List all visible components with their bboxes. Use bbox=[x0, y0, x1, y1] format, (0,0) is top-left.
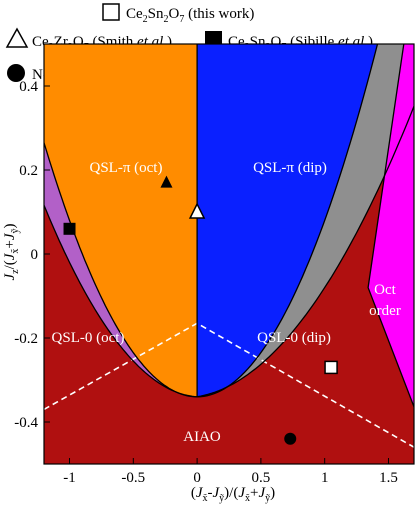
legend-marker-open-square bbox=[102, 3, 120, 21]
y-tick-label: 0 bbox=[31, 247, 39, 263]
x-tick-label: 1 bbox=[321, 470, 329, 486]
data-point-square-filled bbox=[63, 222, 76, 235]
y-axis-label: Jz/(Jx̃+Jỹ) bbox=[2, 223, 21, 280]
region-label-oct-order-2: order bbox=[369, 303, 401, 319]
boundary-line bbox=[44, 205, 198, 398]
x-tick-label: -1 bbox=[63, 470, 76, 486]
x-tick-label: -0.5 bbox=[121, 470, 145, 486]
x-tick-label: 1.5 bbox=[379, 470, 398, 486]
legend-label-this-work: Ce2Sn2O7 (this work) bbox=[126, 6, 254, 25]
region-label-oct-order: Oct bbox=[374, 282, 396, 298]
region-label-qsl-pi-oct: QSL-π (oct) bbox=[90, 160, 163, 176]
x-tick-label: 0.5 bbox=[252, 470, 271, 486]
y-tick-label: 0.4 bbox=[19, 79, 38, 95]
region-label-aiao: AIAO bbox=[183, 429, 221, 445]
region-label-qsl-0-oct: QSL-0 (oct) bbox=[52, 330, 125, 346]
region-label-qsl-0-dip: QSL-0 (dip) bbox=[257, 330, 331, 346]
legend-marker-open-triangle bbox=[5, 27, 29, 48]
data-point-square-open bbox=[324, 360, 338, 375]
data-point-triangle-open bbox=[188, 202, 206, 219]
data-point-triangle-filled bbox=[160, 175, 173, 188]
y-tick-label: -0.2 bbox=[14, 331, 38, 347]
phase-boundaries bbox=[44, 44, 414, 409]
data-point-circle-filled bbox=[284, 432, 297, 445]
x-tick-label: 0 bbox=[193, 470, 201, 486]
y-tick-label: 0.2 bbox=[19, 163, 38, 179]
x-axis-label: (Jx̃-Jỹ)/(Jx̃+Jỹ) bbox=[191, 485, 275, 504]
region-qsl-pi-dip bbox=[197, 44, 414, 397]
region-qsl-0-dip bbox=[197, 44, 414, 397]
region-label-qsl-pi-dip: QSL-π (dip) bbox=[253, 160, 327, 176]
boundary-line bbox=[196, 105, 414, 398]
boundary-line bbox=[367, 44, 414, 409]
y-tick-label: -0.4 bbox=[14, 415, 38, 431]
legend-marker-filled-circle bbox=[7, 64, 25, 82]
region-qsl-pi-oct bbox=[44, 44, 198, 397]
